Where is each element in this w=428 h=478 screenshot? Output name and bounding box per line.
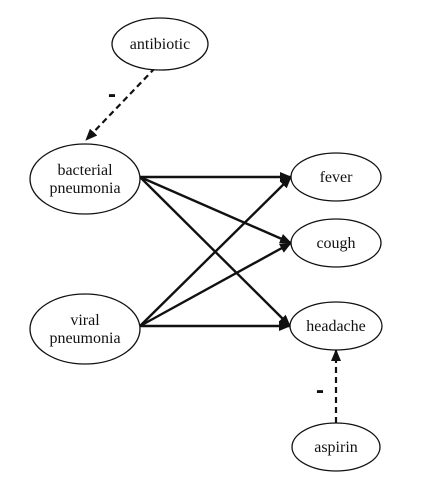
node-ellipse	[29, 143, 141, 215]
node-ellipse	[290, 218, 382, 268]
node-label: bacterial	[57, 162, 113, 179]
edge-bacterial-pneumonia-to-cough	[139, 175, 292, 245]
edge-viral-pneumonia-to-cough	[139, 241, 292, 328]
node-headache: headache	[289, 301, 383, 351]
edge-antibiotic-to-bacterial-pneumonia	[85, 67, 156, 141]
node-fever: fever	[290, 152, 382, 202]
node-ellipse	[29, 293, 141, 365]
node-label: pneumonia	[49, 330, 120, 347]
nodes-layer: antibioticbacterialpneumoniaviralpneumon…	[29, 17, 383, 472]
node-label: viral	[70, 312, 100, 329]
node-antibiotic: antibiotic	[111, 17, 209, 71]
node-ellipse	[291, 422, 381, 472]
node-label: cough	[316, 235, 355, 252]
node-aspirin: aspirin	[291, 422, 381, 472]
edge-viral-pneumonia-to-fever	[139, 176, 292, 327]
node-ellipse	[290, 152, 382, 202]
node-label: pneumonia	[49, 180, 120, 197]
edge-sign-aspirin: -	[316, 377, 324, 404]
node-ellipse	[111, 17, 209, 71]
node-label: fever	[320, 169, 354, 186]
node-label: aspirin	[314, 439, 358, 456]
node-ellipse	[289, 301, 383, 351]
node-label: headache	[306, 318, 366, 335]
node-label: antibiotic	[130, 36, 190, 53]
edge-sign-antibiotic: -	[108, 81, 116, 108]
edges-layer: --	[85, 67, 341, 423]
node-cough: cough	[290, 218, 382, 268]
